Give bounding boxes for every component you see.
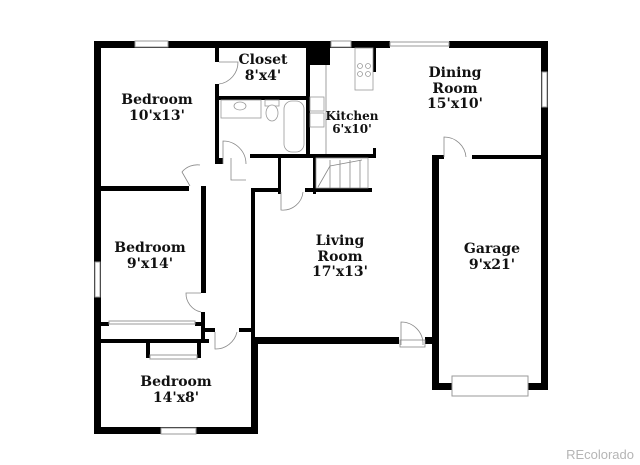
interior-walls — [94, 41, 548, 360]
bedroom-3-label: Bedroom 14'x8' — [140, 374, 212, 406]
bedroom-2-label: Bedroom 9'x14' — [114, 240, 186, 272]
room-name: Kitchen — [325, 109, 379, 123]
doors — [181, 61, 467, 350]
stairs-icon — [315, 157, 369, 189]
room-name: Bedroom — [140, 374, 212, 390]
room-name-line2: Room — [432, 80, 478, 97]
dining-room-label: Dining Room 15'x10' — [427, 65, 483, 113]
room-name: Garage — [463, 241, 521, 257]
room-name: Bedroom — [121, 92, 193, 108]
windows — [94, 40, 548, 435]
room-name-line2: Room — [317, 248, 363, 265]
kitchen-label: Kitchen 6'x10' — [325, 109, 379, 137]
room-name-line1: Living — [315, 233, 365, 249]
bathroom-fixtures — [220, 99, 305, 153]
kitchen-fixtures — [309, 47, 374, 154]
room-name-line1: Dining — [428, 65, 482, 81]
room-dimensions: 9'x14' — [126, 255, 174, 272]
room-dimensions: 17'x13' — [312, 264, 368, 281]
room-name: Bedroom — [114, 240, 186, 256]
room-dimensions: 10'x13' — [129, 107, 185, 124]
watermark: REcolorado — [566, 447, 634, 462]
closet-label: Closet 8'x4' — [238, 52, 288, 84]
room-dimensions: 14'x8' — [152, 389, 200, 406]
garage-label: Garage 9'x21' — [463, 241, 521, 273]
bedroom-1-label: Bedroom 10'x13' — [121, 92, 193, 124]
living-room-label: Living Room 17'x13' — [312, 233, 368, 281]
room-dimensions: 8'x4' — [244, 67, 282, 84]
room-dimensions: 15'x10' — [427, 96, 483, 113]
room-name: Closet — [238, 52, 288, 68]
room-dimensions: 6'x10' — [332, 122, 372, 137]
room-dimensions: 9'x21' — [468, 256, 516, 273]
